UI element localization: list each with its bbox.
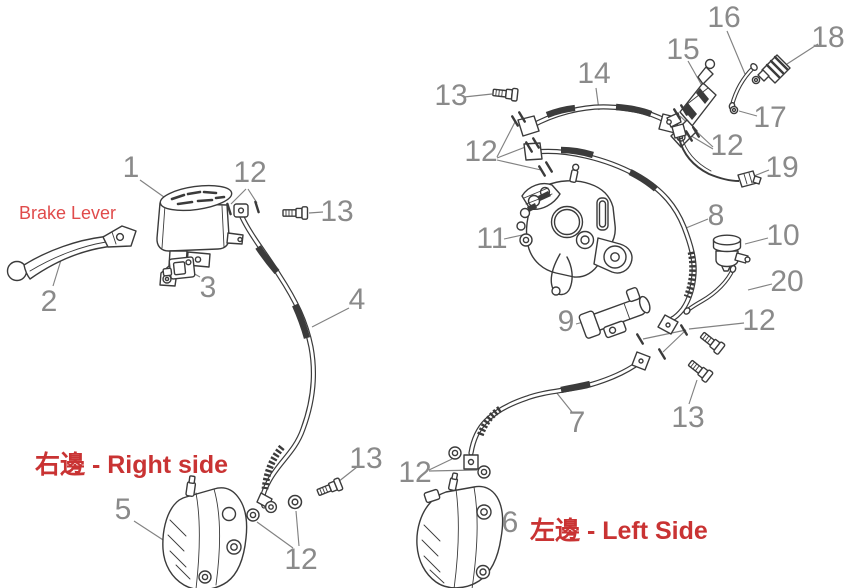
rear-caliper-bracket-drawing [516, 163, 633, 296]
part-callout: 15 [666, 33, 700, 66]
connector-drawing [757, 54, 791, 84]
rear-reservoir-drawing [712, 234, 751, 272]
part-callout: 13 [320, 195, 354, 228]
part-callout: 11 [476, 222, 508, 255]
brake-lever-annotation: Brake Lever [19, 203, 117, 223]
sensor-cable-drawing [671, 123, 762, 188]
junction-valve-drawing [578, 287, 651, 339]
part-callout: 9 [557, 305, 575, 338]
part-callout: 14 [577, 57, 611, 90]
part-callout: 12 [284, 543, 318, 576]
part-callout: 12 [710, 129, 744, 162]
front-brake-hose-drawing [233, 203, 316, 514]
part-callout: 13 [434, 79, 468, 112]
part-callout: 4 [348, 283, 366, 316]
left-side-annotation: 左邊 - Left Side [530, 517, 708, 545]
left-caliper-drawing [416, 472, 504, 588]
part-callout: 12 [742, 304, 776, 337]
part-callout: 12 [233, 156, 267, 189]
rear-hose-lower-drawing [463, 351, 651, 470]
brake-switch-drawing [162, 256, 196, 280]
part-callout: 7 [568, 406, 586, 439]
part-callout: 12 [464, 135, 498, 168]
right-caliper-drawing [162, 475, 248, 588]
part-callout: 13 [671, 401, 705, 434]
part-callout: 5 [114, 493, 132, 526]
part-callout: 10 [766, 219, 800, 252]
part-callout: 19 [765, 151, 799, 184]
part-callout: 12 [398, 456, 432, 489]
part-callout: 18 [811, 21, 845, 54]
part-callout: 2 [40, 285, 58, 318]
part-callout: 1 [122, 151, 140, 184]
part-callout: 13 [349, 442, 383, 475]
part-callout: 3 [199, 271, 217, 304]
brake-lever-drawing [6, 225, 137, 282]
part-callout: 17 [753, 101, 787, 134]
rear-hose-upper-drawing [517, 103, 680, 137]
o-rings-drawing [729, 75, 761, 115]
part-callout: 8 [707, 199, 725, 232]
part-callout: 16 [707, 1, 741, 34]
part-callout: 20 [770, 265, 804, 298]
reservoir-hose-drawing [683, 264, 737, 315]
right-side-annotation: 右邊 - Right side [35, 451, 229, 479]
part-callout: 6 [501, 506, 519, 539]
